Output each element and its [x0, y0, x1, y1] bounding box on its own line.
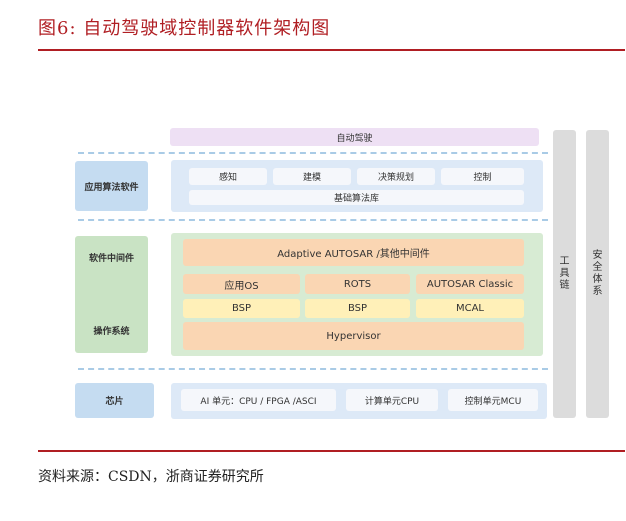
rots-box: ROTS: [305, 274, 410, 294]
app-item-control: 控制: [441, 168, 524, 185]
safety-system-column: 安 全 体 系: [586, 130, 609, 418]
autosar-classic-box: AUTOSAR Classic: [416, 274, 524, 294]
control-unit-box: 控制单元MCU: [448, 389, 538, 411]
app-layer-label: 应用算法软件: [75, 161, 148, 211]
autonomous-driving-bar: 自动驾驶: [170, 128, 539, 146]
app-item-perception: 感知: [189, 168, 267, 185]
safety-char: 体: [592, 274, 603, 285]
divider-line: [78, 219, 548, 221]
mcal-box: MCAL: [416, 299, 524, 318]
compute-unit-box: 计算单元CPU: [346, 389, 438, 411]
os-label: 操作系统: [93, 326, 130, 337]
figure-source: 资料来源：CSDN，浙商证券研究所: [38, 469, 264, 485]
toolchain-char: 具: [559, 268, 570, 279]
app-os-box: 应用OS: [183, 274, 300, 294]
divider-line: [78, 368, 548, 370]
adaptive-autosar-box: Adaptive AUTOSAR /其他中间件: [183, 239, 524, 266]
bsp-box-2: BSP: [305, 299, 410, 318]
safety-char: 系: [592, 286, 603, 297]
safety-char: 安: [592, 250, 603, 261]
chip-layer-label: 芯片: [75, 383, 154, 418]
toolchain-column: 工 具 链: [553, 130, 576, 418]
app-item-planning: 决策规划: [357, 168, 435, 185]
toolchain-char: 工: [559, 256, 570, 267]
bsp-box-1: BSP: [183, 299, 300, 318]
title-rule: [38, 49, 625, 51]
safety-char: 全: [592, 262, 603, 273]
middleware-os-label-panel: [75, 236, 148, 353]
ai-unit-box: AI 单元：CPU / FPGA /ASCI: [181, 389, 336, 411]
base-algorithm-library: 基础算法库: [189, 190, 524, 205]
app-item-modeling: 建模: [273, 168, 351, 185]
figure-title: 图6: 自动驾驶域控制器软件架构图: [38, 18, 331, 39]
divider-line: [78, 152, 548, 154]
middleware-label: 软件中间件: [88, 253, 134, 264]
source-rule: [38, 450, 625, 452]
hypervisor-box: Hypervisor: [183, 322, 524, 350]
toolchain-char: 链: [559, 280, 570, 291]
